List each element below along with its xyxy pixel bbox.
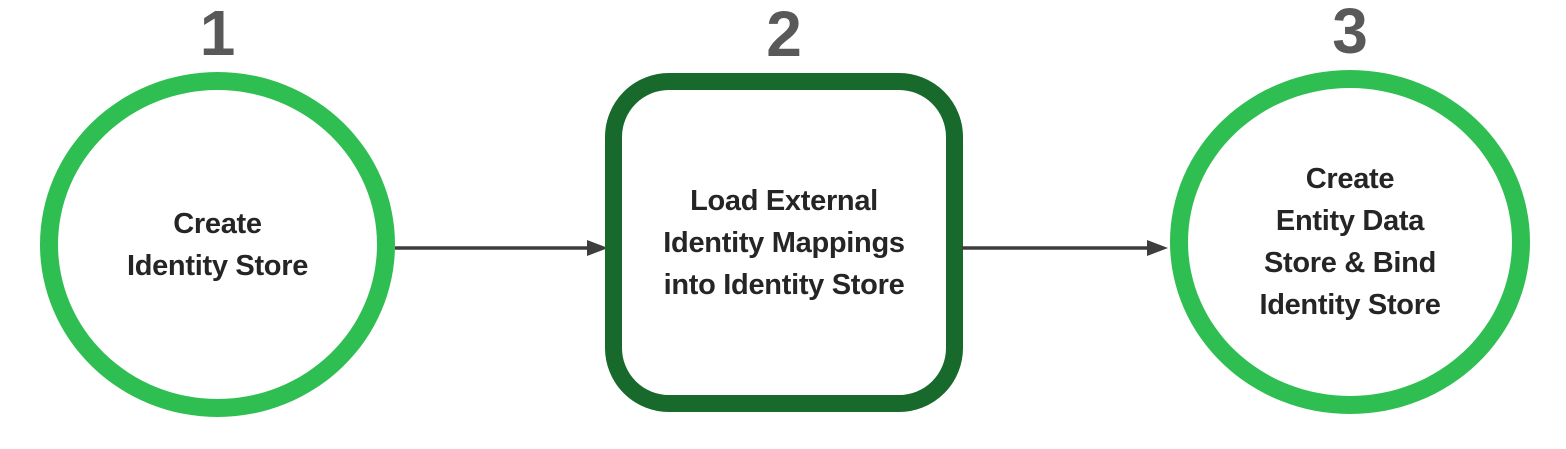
- step-2-label: Load External Identity Mappings into Ide…: [663, 180, 905, 306]
- step-2-number: 2: [766, 0, 802, 70]
- step-2-rounded-square-shape: Load External Identity Mappings into Ide…: [605, 73, 963, 412]
- connector-arrow-2-3: [962, 240, 1168, 256]
- label-line: Identity Store: [126, 249, 309, 282]
- step-1: 1 Create Identity Store: [40, 0, 395, 417]
- step-3-circle-shape: Create Entity Data Store & Bind Identity…: [1170, 70, 1530, 414]
- step-3-number: 3: [1332, 0, 1368, 67]
- step-3: 3 Create Entity Data Store & Bind Identi…: [1170, 0, 1530, 414]
- label-line: Store & Bind: [1263, 247, 1436, 279]
- step-1-label: Create Identity Store: [127, 203, 308, 287]
- label-line: Identity Mappings: [663, 226, 905, 259]
- step-1-circle-shape: Create Identity Store: [40, 72, 395, 417]
- arrowhead-right-icon: [587, 240, 608, 256]
- step-2: 2 Load External Identity Mappings into I…: [605, 1, 963, 412]
- arrowhead-right-icon: [1147, 240, 1168, 256]
- label-line: Entity Data: [1275, 205, 1425, 237]
- label-line: Identity Store: [1259, 289, 1441, 321]
- label-line: Create: [1305, 163, 1395, 195]
- label-line: Load External: [690, 184, 878, 217]
- step-3-label: Create Entity Data Store & Bind Identity…: [1259, 158, 1440, 326]
- connector-arrow-1-2: [395, 240, 608, 256]
- label-line: Create: [173, 207, 262, 240]
- step-1-number: 1: [199, 0, 236, 69]
- label-line: into Identity Store: [663, 268, 905, 301]
